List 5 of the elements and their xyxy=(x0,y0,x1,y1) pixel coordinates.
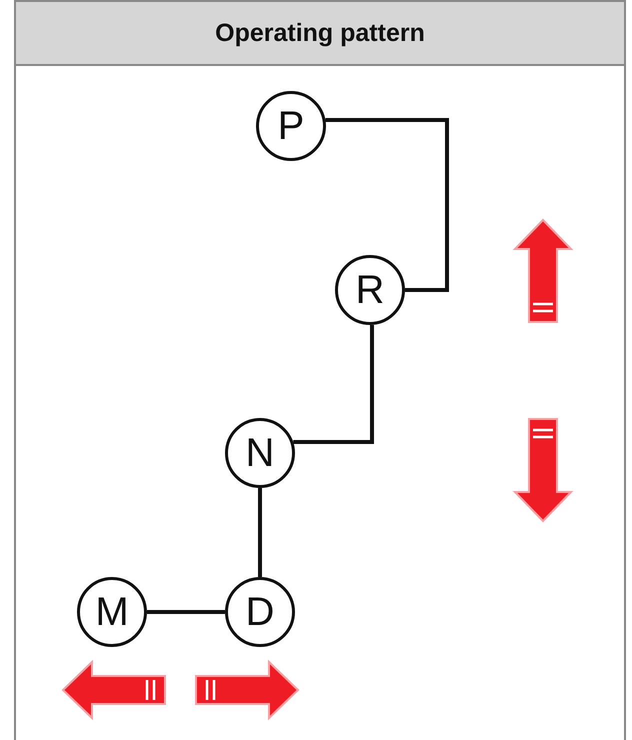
connector-line xyxy=(325,118,449,292)
connector-line xyxy=(147,610,225,614)
connector-line xyxy=(293,324,374,444)
title: Operating pattern xyxy=(215,18,425,48)
connector-line xyxy=(258,488,262,577)
